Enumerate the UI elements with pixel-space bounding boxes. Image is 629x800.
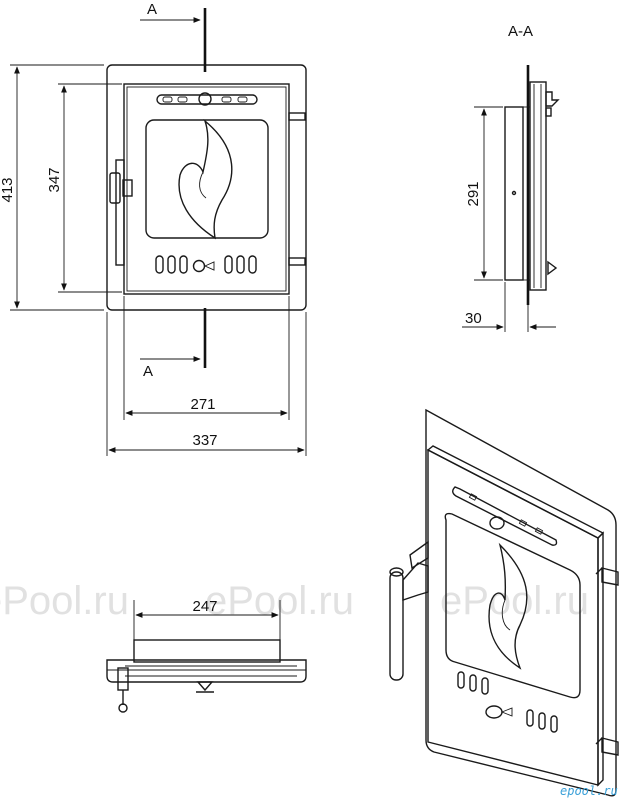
iso-vent-bar [452, 486, 558, 546]
watermarks: ePool.ru ePool.ru ePool.ru [0, 579, 589, 623]
top-vent-holes [162, 96, 248, 103]
handle-grip [109, 172, 121, 204]
air-knob-icon [192, 259, 206, 273]
iso-handle-top [389, 567, 404, 577]
watermark-text: ePool.ru [205, 579, 354, 623]
iso-vent-knob-icon [489, 516, 505, 530]
dim-bottom-width: 247 [192, 598, 217, 615]
front-view: A A 413 347 271 337 [0, 1, 307, 456]
iso-flame-icon [488, 542, 528, 670]
dim-section-height: 291 [465, 181, 482, 206]
bottom-air-knob-icon [196, 681, 214, 693]
dim-depth: 30 [465, 310, 482, 327]
iso-door-side-edge [597, 531, 604, 787]
watermark-text: ePool.ru [0, 579, 129, 623]
air-knob-lever-icon [203, 261, 215, 271]
hinge-top-icon [288, 112, 306, 121]
flame-icon [178, 118, 233, 240]
bottom-handle-mount [117, 667, 129, 691]
iso-air-knob-icon [485, 705, 503, 719]
bottom-view: 247 [106, 598, 307, 713]
iso-hinge-top-icon [595, 567, 619, 586]
dim-overall-width: 337 [192, 432, 217, 449]
iso-glass-window [444, 512, 581, 699]
section-air-lever-icon [547, 260, 558, 276]
section-vent-lever-icon [545, 91, 560, 107]
bottom-firebox-body [133, 639, 281, 663]
flame-inner-icon [199, 171, 207, 199]
section-label-top: A [147, 1, 157, 18]
dim-overall-height: 413 [0, 177, 16, 202]
handle-latch [122, 179, 133, 197]
section-pivot [511, 190, 517, 196]
bottom-handle-knob-icon [118, 703, 128, 713]
dim-inner-width: 271 [190, 396, 215, 413]
site-logo: epool.ru [560, 784, 618, 798]
iso-handle-latch [409, 540, 429, 570]
iso-hinge-bottom-icon [595, 737, 619, 756]
outer-frame [106, 64, 307, 311]
handle-bar [115, 159, 125, 266]
door-panel [123, 83, 290, 295]
section-label-bottom: A [143, 363, 153, 380]
watermark-text: ePool.ru [440, 579, 589, 623]
section-view-title: A-A [508, 23, 533, 40]
iso-handle-bracket [402, 562, 429, 601]
bottom-frame-plate [106, 659, 307, 683]
door-inner-edge [126, 86, 287, 292]
section-vent-clip [545, 107, 552, 117]
isometric-view [389, 408, 619, 797]
section-frame-body [529, 81, 547, 291]
vent-knob-icon [198, 92, 212, 106]
bottom-air-holes [155, 255, 257, 274]
iso-air-holes [457, 671, 558, 733]
iso-handle-bar [389, 571, 404, 681]
iso-back-plate [425, 408, 617, 797]
section-door-body [504, 106, 524, 281]
glass-window [145, 119, 269, 239]
hinge-bottom-icon [288, 257, 306, 266]
section-view: A-A 291 30 [462, 23, 560, 332]
dim-glass-height: 347 [46, 167, 63, 192]
